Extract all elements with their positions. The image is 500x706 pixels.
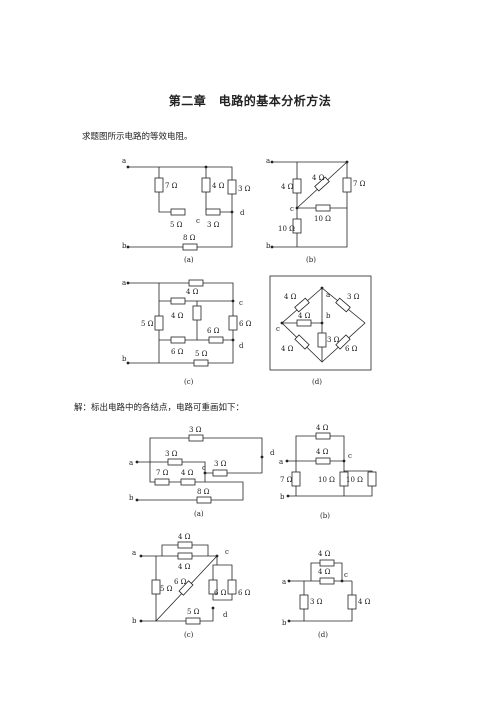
circuit-solution-b: a b c 4 Ω 4 Ω 7 Ω 10 Ω 10 Ω (b) [279, 424, 377, 520]
node-label: a [282, 578, 286, 586]
caption: (b) [320, 512, 330, 520]
circuit-problem-c: a b c d 4 Ω 5 Ω 4 Ω 6 Ω 6 Ω 6 Ω 5 Ω (c) [122, 279, 252, 386]
node-label: b [326, 312, 331, 320]
node-label: b [122, 242, 127, 250]
resistor-label: 7 Ω [280, 476, 293, 484]
circuit-solution-a: a b c d 3 Ω 3 Ω 7 Ω 4 Ω 3 Ω 8 Ω (a) [129, 426, 275, 518]
node-label: a [266, 157, 270, 165]
node-label: c [239, 299, 243, 307]
resistor-label: 7 Ω [353, 180, 366, 188]
problem-statement: 求题图所示电路的等效电阻。 [82, 132, 193, 142]
circuit-solution-c: a b c d 4 Ω 4 Ω 6 Ω 5 Ω 6 Ω 6 Ω 5 Ω (c) [132, 533, 251, 639]
resistor-label: 6 Ω [174, 578, 187, 586]
resistor-label: 3 Ω [165, 450, 178, 458]
resistor-label: 4 Ω [178, 533, 191, 541]
resistor-label: 4 Ω [298, 312, 311, 320]
resistor-label: 4 Ω [281, 345, 294, 353]
node-label: d [270, 449, 275, 457]
caption: (a) [184, 256, 194, 264]
node-label: b [282, 619, 287, 627]
resistor-label: 6 Ω [207, 327, 220, 335]
resistor-label: 6 Ω [239, 320, 252, 328]
caption: (d) [318, 631, 328, 639]
resistor-label: 3 Ω [207, 221, 220, 229]
resistor-label: 6 Ω [214, 589, 227, 597]
resistor-label: 5 Ω [160, 585, 173, 593]
node-label: c [276, 325, 280, 333]
node-label: d [240, 209, 245, 217]
resistor-label: 4 Ω [281, 183, 294, 191]
circuit-problem-b: a b c 4 Ω 4 Ω 7 Ω 10 Ω 10 Ω (b) [266, 157, 366, 264]
resistor-label: 10 Ω [314, 215, 331, 223]
node-label: c [202, 464, 206, 472]
chapter-title: 第二章 电路的基本分析方法 [168, 94, 332, 108]
node-label: d [223, 611, 228, 619]
node-label: a [279, 458, 283, 466]
resistor-label: 6 Ω [171, 348, 184, 356]
resistor-label: 3 Ω [347, 293, 360, 301]
node-label: a [132, 549, 136, 557]
circuit-problem-a: a b c d 7 Ω 4 Ω 3 Ω 5 Ω 3 Ω 8 Ω (a) [122, 157, 251, 264]
resistor-label: 4 Ω [312, 174, 325, 182]
caption: (a) [194, 510, 204, 518]
resistor-label: 10 Ω [346, 476, 363, 484]
resistor-label: 4 Ω [358, 598, 371, 606]
caption: (c) [184, 378, 194, 386]
resistor-label: 7 Ω [165, 182, 178, 190]
caption: (d) [312, 378, 322, 386]
node-label: a [122, 157, 126, 165]
node-label: b [280, 493, 285, 501]
solution-statement: 解：标出电路中的各结点，电路可重画如下： [74, 403, 245, 413]
node-label: a [129, 459, 133, 467]
resistor-label: 4 Ω [171, 312, 184, 320]
node-label: c [225, 548, 229, 556]
resistor-label: 10 Ω [318, 476, 335, 484]
node-label: a [122, 279, 126, 287]
resistor-label: 8 Ω [197, 488, 210, 496]
node-label: c [348, 452, 352, 460]
circuit-problem-d: a b c 4 Ω 3 Ω 4 Ω 3 Ω 4 Ω 6 Ω (d) [269, 275, 372, 386]
node-label: d [239, 342, 244, 350]
circuit-solution-d: a b c 4 Ω 4 Ω 3 Ω 4 Ω (d) [282, 550, 371, 639]
resistor-label: 4 Ω [318, 550, 331, 558]
resistor-label: 4 Ω [186, 288, 199, 296]
resistor-label: 5 Ω [195, 350, 208, 358]
node-label: b [266, 242, 271, 250]
resistor-label: 6 Ω [238, 589, 251, 597]
node-label: c [290, 205, 294, 213]
resistor-label: 4 Ω [316, 424, 329, 432]
resistor-label: 4 Ω [178, 563, 191, 571]
resistor-label: 4 Ω [316, 448, 329, 456]
resistor-label: 5 Ω [187, 608, 200, 616]
node-label: c [344, 571, 348, 579]
resistor-label: 7 Ω [156, 469, 169, 477]
resistor-label: 4 Ω [212, 182, 225, 190]
node-label: c [196, 217, 200, 225]
resistor-label: 10 Ω [278, 225, 295, 233]
resistor-label: 5 Ω [141, 320, 154, 328]
resistor-label: 4 Ω [181, 469, 194, 477]
resistor-label: 3 Ω [327, 336, 340, 344]
resistor-label: 3 Ω [214, 460, 227, 468]
caption: (c) [184, 631, 194, 639]
resistor-label: 4 Ω [284, 293, 297, 301]
resistor-label: 4 Ω [318, 568, 331, 576]
node-label: b [132, 617, 137, 625]
resistor-label: 6 Ω [345, 345, 358, 353]
caption: (b) [306, 256, 316, 264]
resistor-label: 3 Ω [310, 598, 323, 606]
resistor-label: 5 Ω [170, 221, 183, 229]
resistor-label: 8 Ω [183, 234, 196, 242]
resistor-label: 3 Ω [189, 426, 202, 434]
node-label: b [122, 355, 127, 363]
node-label: b [129, 494, 134, 502]
node-label: a [326, 291, 330, 299]
resistor-label: 3 Ω [238, 185, 251, 193]
